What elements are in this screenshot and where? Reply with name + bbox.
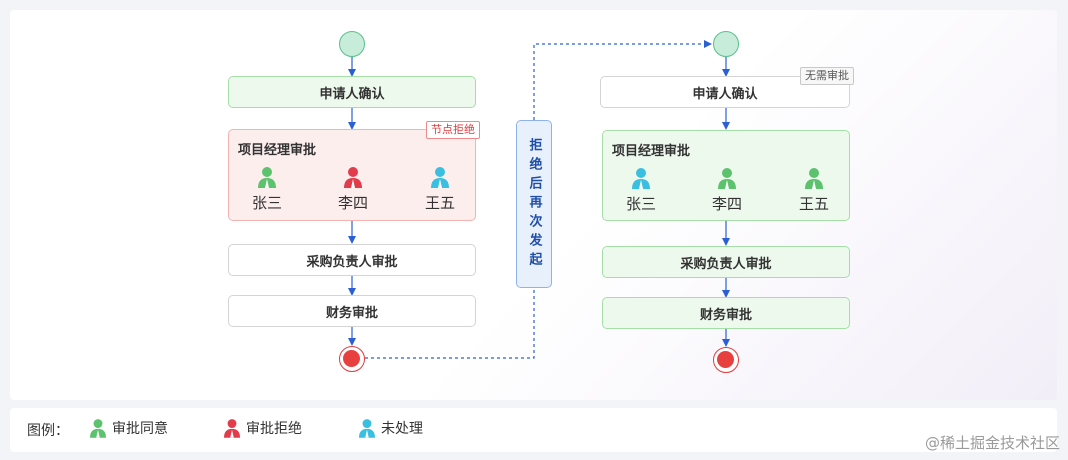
- right-start-node: [713, 31, 739, 57]
- person-icon: [431, 167, 449, 188]
- legend-label: 审批同意: [112, 421, 168, 437]
- right-step-procurement-approval[interactable]: 采购负责人审批: [602, 246, 850, 278]
- step-label: 采购负责人审批: [306, 254, 398, 270]
- left-step-applicant-confirm[interactable]: 申请人确认: [228, 76, 476, 108]
- reinitiate-text: 拒绝后再次发起: [526, 137, 542, 271]
- left-start-node: [339, 31, 365, 57]
- approver-name: 李四: [711, 195, 742, 213]
- left-step-procurement-approval[interactable]: 采购负责人审批: [228, 244, 476, 276]
- person-icon: [224, 419, 240, 438]
- approver-name: 张三: [251, 194, 282, 212]
- legend-pending: 未处理: [359, 418, 423, 438]
- legend-title: 图例：: [27, 423, 69, 439]
- legend-approved: 审批同意: [90, 418, 168, 438]
- right-end-node: [713, 347, 739, 373]
- person-icon: [805, 168, 823, 189]
- approver-name: 李四: [337, 194, 368, 212]
- person-icon: [344, 167, 362, 188]
- step-label: 申请人确认: [319, 86, 385, 102]
- approver-name: 王五: [424, 194, 455, 212]
- reinitiate-label: 拒绝后再次发起: [516, 120, 552, 288]
- approver-wangwu: 王五: [784, 167, 844, 214]
- approver-lisi: 李四: [323, 166, 383, 213]
- approver-name: 王五: [798, 195, 829, 213]
- step-label: 财务审批: [699, 307, 752, 323]
- approver-zhangsan: 张三: [237, 166, 297, 213]
- approver-name: 张三: [625, 195, 656, 213]
- legend-rejected: 审批拒绝: [224, 418, 302, 438]
- watermark: @稀土掘金技术社区: [924, 434, 1060, 452]
- approver-lisi: 李四: [697, 167, 757, 214]
- person-icon: [90, 419, 106, 438]
- person-icon: [632, 168, 650, 189]
- person-icon: [718, 168, 736, 189]
- step-title: 项目经理审批: [238, 143, 317, 158]
- step-label: 财务审批: [325, 305, 378, 321]
- left-step-pm-approval[interactable]: 项目经理审批 张三 李四 王五: [228, 129, 476, 221]
- person-icon: [359, 419, 375, 438]
- legend-label: 审批拒绝: [246, 421, 302, 437]
- approver-zhangsan: 张三: [611, 167, 671, 214]
- left-step-finance-approval[interactable]: 财务审批: [228, 295, 476, 327]
- no-approval-needed-tag: 无需审批: [800, 67, 854, 85]
- approver-wangwu: 王五: [410, 166, 470, 213]
- step-label: 采购负责人审批: [680, 256, 772, 272]
- step-label: 申请人确认: [692, 86, 758, 102]
- left-end-node: [339, 346, 365, 372]
- person-icon: [258, 167, 276, 188]
- node-rejected-tag: 节点拒绝: [426, 121, 480, 139]
- legend-label: 未处理: [381, 421, 423, 437]
- step-title: 项目经理审批: [612, 144, 691, 159]
- right-step-pm-approval[interactable]: 项目经理审批 张三 李四 王五: [602, 130, 850, 221]
- right-step-finance-approval[interactable]: 财务审批: [602, 297, 850, 329]
- legend: 图例： 审批同意 审批拒绝 未处理: [10, 408, 1057, 452]
